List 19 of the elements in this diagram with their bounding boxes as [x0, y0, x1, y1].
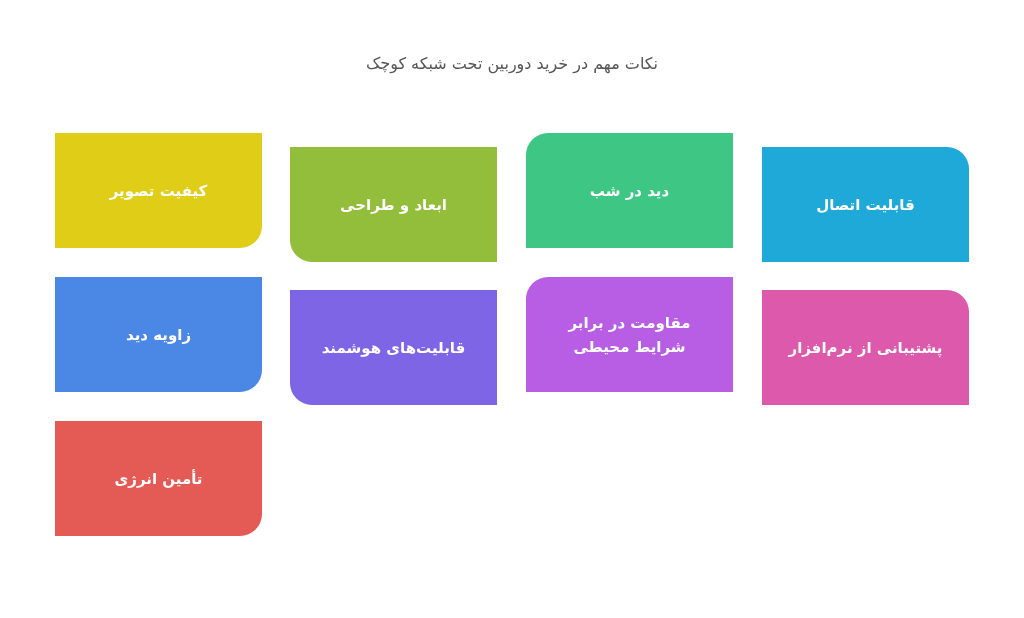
- note-text: پشتیبانی از نرم‌افزار: [788, 337, 943, 360]
- title: نکات مهم در خرید دوربین تحت شبکه کوچک: [365, 54, 659, 73]
- sticky-note: [762, 147, 969, 262]
- note-text: قابلیت‌های هوشمند: [321, 337, 466, 359]
- note-text: مقاومت در برابر شرایط محیطی: [567, 312, 692, 358]
- note-text: تأمین انرژی: [114, 468, 203, 490]
- sticky-note: [290, 147, 497, 262]
- note-text: ابعاد و طراحی: [340, 194, 447, 216]
- note-text: کیفیت تصویر: [109, 180, 208, 202]
- sticky-note: [55, 421, 262, 536]
- sticky-note: [526, 133, 733, 248]
- sticky-note: [526, 277, 733, 392]
- sticky-note: [55, 277, 262, 392]
- sticky-note: [290, 290, 497, 405]
- sticky-note: [55, 133, 262, 248]
- note-text: دید در شب: [589, 180, 670, 202]
- note-text: قابلیت اتصال: [816, 194, 915, 216]
- sticky-note: [762, 290, 969, 405]
- note-text: زاویه دید: [125, 324, 191, 346]
